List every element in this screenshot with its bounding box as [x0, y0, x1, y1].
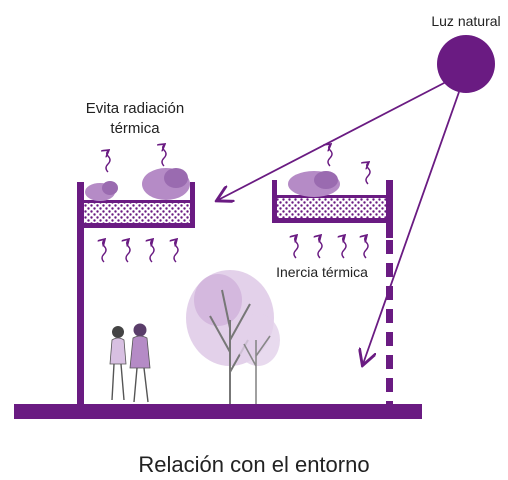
- right-roof-plants: [288, 171, 340, 197]
- radiation-arrows: [106, 144, 371, 185]
- sun-label: Luz natural: [431, 13, 500, 29]
- ground-slab: [14, 404, 422, 419]
- inertia-arrows-right: [294, 235, 369, 259]
- radiation-label-line1: Evita radiación: [86, 100, 184, 117]
- left-column: [77, 182, 84, 404]
- inertia-label: Inercia térmica: [276, 264, 368, 280]
- people-illustration: [109, 323, 151, 403]
- left-roof-plants: [85, 168, 190, 201]
- inertia-arrows-left: [102, 239, 179, 263]
- radiation-label-line2: térmica: [110, 120, 160, 137]
- left-green-roof: [84, 182, 195, 228]
- sun-icon: [437, 35, 495, 93]
- light-ray-to-ground: [363, 91, 460, 364]
- tree-small: [236, 314, 280, 404]
- light-ray-to-roof: [218, 81, 447, 200]
- diagram-caption: Relación con el entorno: [138, 452, 369, 477]
- right-green-roof: [272, 180, 386, 223]
- right-column: [386, 180, 393, 238]
